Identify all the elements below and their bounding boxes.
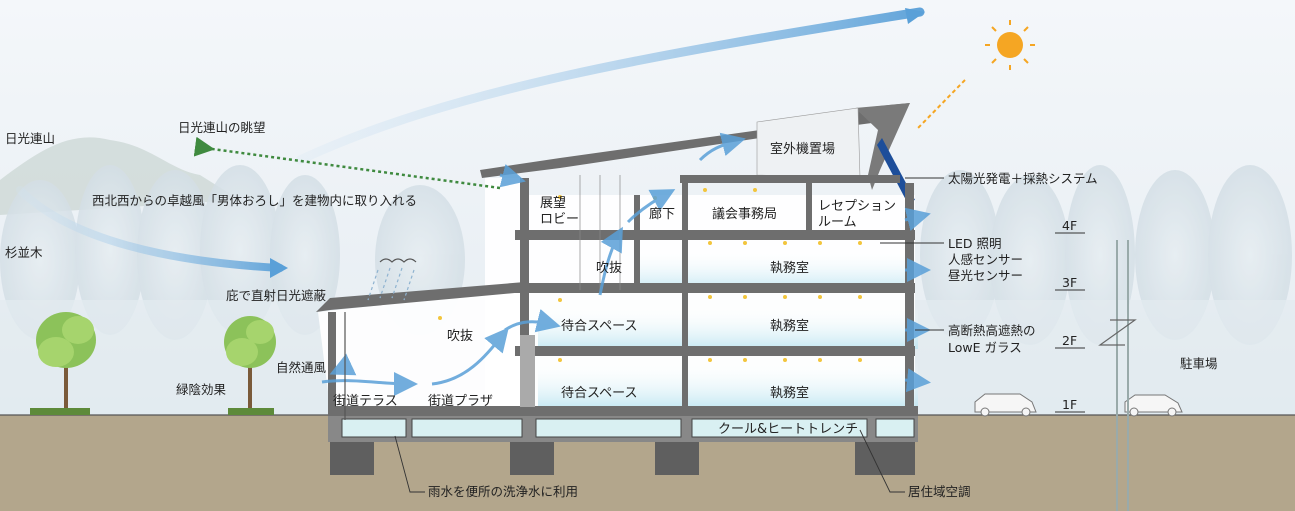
low-wing-roof — [316, 282, 525, 312]
rain-label: 雨水を便所の洗浄水に利用 — [428, 484, 578, 499]
parking-label: 駐車場 — [1180, 356, 1218, 371]
car-icon — [1124, 394, 1183, 417]
tree-icon — [224, 316, 276, 412]
room-trench: クール&ヒートトレンチ — [718, 422, 858, 437]
mountain-label: 日光連山 — [5, 131, 55, 146]
room-waiting-1f: 待合スペース — [561, 386, 637, 401]
led-label-2: 人感センサー — [948, 252, 1023, 267]
room-office-3f: 執務室 — [770, 260, 809, 276]
natural-vent-label: 自然通風 — [276, 360, 327, 375]
wind-arrow-high — [295, 7, 925, 165]
low-wing-interior — [318, 290, 520, 408]
room-lobby-line2: ロビー — [540, 212, 579, 227]
cedar-label: 杉並木 — [5, 245, 43, 260]
room-atrium-left: 吹抜 — [447, 328, 473, 344]
stair — [520, 335, 535, 407]
room-corridor: 廊下 — [649, 206, 675, 222]
glass-label-2: LowE ガラス — [948, 340, 1022, 355]
floor-label-1f: 1F — [1062, 397, 1077, 412]
room-office-1f: 執務室 — [770, 385, 809, 401]
wind-arrow-low — [16, 186, 284, 272]
led-label-3: 昼光センサー — [948, 268, 1023, 283]
room-waiting-2f: 待合スペース — [561, 319, 637, 334]
mountain-view-label: 日光連山の眺望 — [178, 120, 266, 135]
hvac-label: 居住域空調 — [908, 484, 971, 499]
shade-label: 緑陰効果 — [176, 382, 227, 397]
floor-label-4f: 4F — [1062, 218, 1077, 233]
solar-label: 太陽光発電＋採熱システム — [948, 171, 1098, 186]
interior-airflow — [321, 132, 931, 396]
rain-icon — [367, 267, 415, 301]
floor-slabs — [328, 175, 918, 416]
room-reception-line1: レセプション — [818, 199, 896, 214]
cloud-icon — [379, 258, 417, 263]
led-label-1: LED 照明 — [948, 236, 1001, 251]
room-street-terrace: 街道テラス — [333, 394, 398, 409]
canopy-label: 庇で直射日光遮蔽 — [226, 288, 327, 303]
room-street-plaza: 街道プラザ — [428, 394, 493, 409]
room-assembly: 議会事務局 — [712, 207, 777, 222]
floor-label-2f: 2F — [1062, 333, 1077, 348]
rain-tank — [341, 418, 407, 438]
room-office-2f: 執務室 — [770, 318, 809, 334]
leader-lines — [394, 177, 944, 493]
sun-icon — [985, 20, 1035, 70]
foundations — [330, 440, 915, 475]
wind-label: 西北西からの卓越風「男体おろし」を建物内に取り入れる — [92, 193, 417, 208]
car-icon — [974, 393, 1037, 417]
cool-heat-trench — [691, 418, 868, 438]
mountain-view-arrow — [193, 136, 501, 190]
glass-label-1: 高断熱高遮熱の — [948, 323, 1036, 338]
tree-icon — [36, 312, 96, 412]
room-outdoor-unit: 室外機置場 — [770, 141, 835, 157]
floor-label-3f: 3F — [1062, 275, 1077, 290]
room-lobby-line1: 展望 — [540, 195, 566, 211]
break-line — [1098, 319, 1137, 346]
room-atrium-top: 吹抜 — [596, 260, 622, 276]
room-reception-line2: ルーム — [818, 215, 857, 230]
